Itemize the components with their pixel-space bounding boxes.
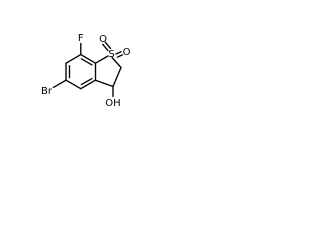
oxygen-right-label: O [123, 47, 131, 58]
ring-bond-c7-c7a [80, 53, 97, 64]
bond-s-o-top-a [102, 43, 109, 52]
bromine-label: Br [41, 86, 53, 97]
bond-s-o-right-b [116, 54, 124, 58]
bond-s-o-top-b [104, 41, 112, 50]
benzene-ring [65, 53, 97, 90]
ring-double-bond-c3a-c4 [80, 77, 93, 86]
bond-c2-c3 [112, 66, 122, 88]
ring-bond-c4-c5 [65, 79, 82, 90]
sulfur-label: S [108, 49, 114, 60]
chemical-structure-diagram: F S O O Br OH [41, 33, 131, 109]
hydroxyl-label: OH [105, 98, 120, 109]
bond-c5-br [52, 79, 67, 89]
thiophene-ring [94, 55, 122, 88]
bond-s-o-right-a [115, 51, 122, 55]
ring-double-bond-c7-c7a [80, 58, 93, 66]
fluorine-label: F [78, 33, 84, 44]
ring-bond-c3a-c4 [80, 79, 97, 90]
bond-s-c2 [111, 56, 122, 69]
bond-c3-c3a [94, 79, 114, 88]
oxygen-top-label: O [99, 34, 107, 45]
bond-c7a-s [94, 55, 109, 64]
ring-bond-c6-c7 [65, 53, 82, 64]
